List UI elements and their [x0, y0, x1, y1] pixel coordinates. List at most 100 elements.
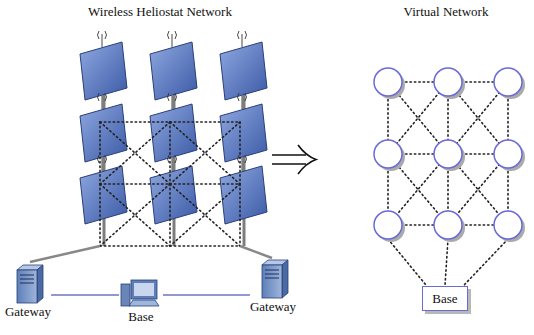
heliostat-field: [80, 31, 267, 246]
mesh-link: [170, 121, 240, 123]
mesh-link: [170, 245, 240, 247]
wireless-mesh: [100, 122, 240, 246]
mesh-link: [170, 122, 240, 184]
computer-icon: [119, 279, 163, 309]
antenna-mast: [102, 158, 103, 171]
server-slot: [265, 274, 279, 275]
tower: [121, 284, 130, 306]
virtual-node: [494, 68, 522, 96]
heliostat-mirror: [80, 42, 127, 100]
antenna-mast: [102, 34, 103, 47]
server-front: [17, 270, 37, 303]
antenna-mast: [242, 158, 243, 171]
node-label: Base: [432, 291, 457, 306]
mesh-link: [239, 122, 241, 184]
antenna: [238, 31, 247, 47]
mesh-link: [100, 245, 170, 247]
node-label: Gateway: [5, 304, 51, 319]
server-slot: [20, 283, 34, 284]
antenna: [168, 31, 177, 47]
server-slot: [20, 275, 34, 276]
antenna-wave: [168, 31, 170, 39]
antenna-wave: [168, 93, 170, 101]
mesh-link: [100, 122, 170, 184]
arrow-stroke: [272, 154, 306, 156]
network-cable: [51, 294, 119, 295]
server-slot: [265, 270, 279, 271]
mesh-link: [169, 122, 171, 184]
panel-title: Wireless Heliostat Network: [88, 4, 232, 19]
antenna: [98, 31, 107, 47]
server-front: [262, 265, 282, 298]
panel-title: Virtual Network: [404, 4, 489, 19]
mesh-link: [99, 122, 101, 184]
gateway-node: Gateway: [5, 264, 51, 319]
antenna-wave: [175, 31, 177, 39]
heliostat: [80, 155, 127, 246]
antenna-wave: [175, 155, 177, 163]
heliostat-mirror: [80, 166, 127, 224]
server-side: [37, 265, 43, 303]
heliostat-mirror: [80, 104, 127, 162]
mesh-link: [170, 184, 240, 246]
virtual-node: [374, 211, 402, 239]
antenna-wave: [245, 31, 247, 39]
node-label: Gateway: [250, 299, 296, 314]
antenna: [168, 155, 177, 171]
mesh-link: [170, 122, 240, 184]
heliostat: [150, 155, 197, 246]
antenna-mast: [172, 34, 173, 47]
mesh-link: [100, 184, 170, 246]
virtual-mesh: [388, 82, 508, 286]
gateway-wire: [240, 246, 272, 258]
server-slot: [20, 279, 34, 280]
server-icon: [256, 259, 290, 299]
antenna-wave: [245, 93, 247, 101]
implies-arrow: [272, 145, 316, 174]
base-computer: Base: [119, 279, 163, 324]
mesh-link: [464, 239, 508, 286]
mesh-link: [99, 184, 101, 246]
arrow-stroke: [272, 163, 306, 165]
monitor: [131, 280, 157, 299]
mesh-link: [100, 122, 170, 184]
antenna-wave: [238, 93, 240, 101]
antenna-wave: [245, 155, 247, 163]
screen: [134, 283, 154, 296]
antenna-mast: [172, 96, 173, 109]
mesh-link: [170, 183, 240, 185]
antenna-wave: [98, 31, 100, 39]
antenna-mast: [242, 96, 243, 109]
gateway-wires: [30, 246, 272, 262]
antenna-wave: [98, 155, 100, 163]
mesh-link: [239, 184, 241, 246]
node-label: Base: [119, 309, 163, 324]
heliostat-pole: [173, 216, 176, 246]
antenna-wave: [175, 93, 177, 101]
virtual-node: [434, 211, 462, 239]
mesh-link: [169, 184, 171, 246]
antenna-mast: [102, 96, 103, 109]
mesh-link: [100, 121, 170, 123]
gateway-wire: [30, 246, 100, 262]
virtual-node: [374, 140, 402, 168]
mesh-link: [100, 183, 170, 185]
heliostat-mirror: [220, 42, 267, 100]
server-side: [282, 260, 288, 298]
antenna-wave: [168, 155, 170, 163]
virtual-node: [374, 68, 402, 96]
antenna-wave: [238, 31, 240, 39]
mesh-link: [388, 239, 426, 286]
virtual-nodes: [374, 68, 525, 242]
virtual-node: [434, 140, 462, 168]
virtual-node: [494, 140, 522, 168]
antenna-wave: [105, 31, 107, 39]
mesh-link: [445, 239, 448, 286]
virtual-node: [434, 68, 462, 96]
gateway-node: Gateway: [250, 259, 296, 314]
antenna-wave: [105, 155, 107, 163]
antenna: [98, 155, 107, 171]
mesh-link: [170, 184, 240, 246]
mesh-link: [100, 184, 170, 246]
antenna: [98, 93, 107, 109]
